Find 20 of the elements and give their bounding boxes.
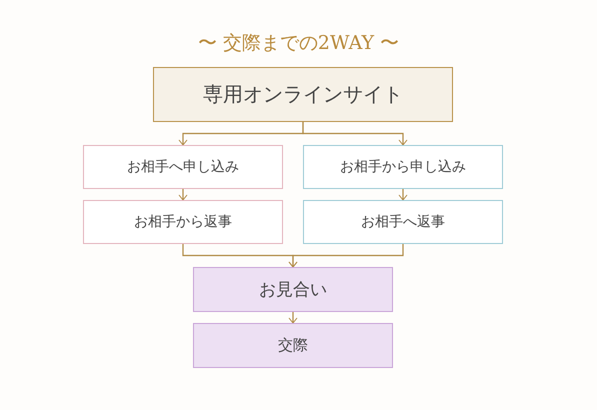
box-label: 専用オンラインサイト — [203, 81, 403, 108]
arrow — [178, 189, 188, 200]
box-label: お見合い — [259, 279, 327, 301]
process-box — [193, 323, 393, 368]
box-label: お相手へ返事 — [361, 213, 445, 231]
box-label: お相手へ申し込み — [127, 158, 239, 176]
arrow — [288, 312, 298, 324]
box-label: お相手から返事 — [134, 213, 232, 231]
arrow — [288, 244, 404, 268]
process-box — [193, 267, 393, 312]
box-label: お相手から申し込み — [340, 158, 466, 176]
arrow — [302, 122, 408, 146]
diagram-title: 〜 交際までの2WAY 〜 — [196, 31, 400, 56]
process-box — [153, 67, 453, 122]
process-box — [83, 200, 283, 244]
process-box — [303, 200, 503, 244]
process-box — [83, 145, 283, 189]
arrow — [398, 189, 408, 200]
box-label: 交際 — [278, 336, 308, 355]
process-box — [303, 145, 503, 189]
